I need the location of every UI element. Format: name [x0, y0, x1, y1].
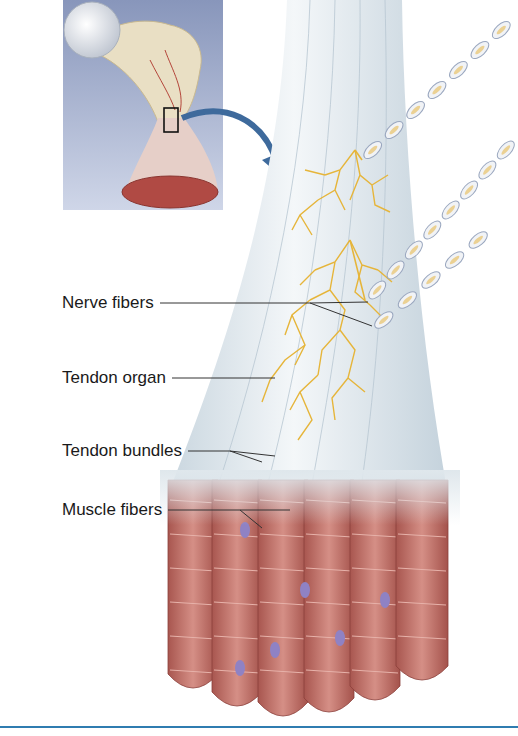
- striation: [398, 636, 446, 639]
- leader-lines: [160, 302, 372, 528]
- myelin-segment: [366, 278, 389, 302]
- striation: [170, 636, 216, 639]
- myelin-segment: [466, 229, 490, 252]
- axon: [482, 164, 493, 176]
- axon: [464, 184, 475, 196]
- axon: [367, 144, 379, 155]
- myelin-segment: [458, 178, 481, 202]
- myelin-segment: [404, 98, 428, 121]
- striation: [170, 568, 216, 571]
- axon: [410, 104, 422, 115]
- bottom-rule: [0, 726, 518, 728]
- striation: [398, 534, 446, 537]
- myelin-segment: [419, 269, 443, 292]
- axon: [427, 224, 438, 236]
- striation: [352, 636, 398, 639]
- striation: [306, 636, 352, 639]
- striation: [214, 602, 260, 605]
- axon: [372, 284, 383, 296]
- axon: [408, 244, 419, 256]
- myelin-segment: [425, 78, 449, 101]
- striation: [170, 602, 216, 605]
- nucleus: [235, 660, 245, 676]
- axon: [431, 84, 443, 95]
- striation: [352, 568, 398, 571]
- striation: [352, 602, 398, 605]
- striation: [214, 568, 260, 571]
- myelin-segment: [439, 198, 462, 222]
- axon: [449, 255, 461, 266]
- part-label: Tendon organ: [62, 368, 166, 388]
- myelin-segment: [395, 289, 419, 312]
- inset: [63, 0, 290, 210]
- striation: [306, 602, 352, 605]
- nerve-fibers: [361, 18, 517, 331]
- striation: [260, 670, 306, 673]
- striation: [260, 602, 306, 605]
- part-label: Muscle fibers: [62, 500, 162, 520]
- part-label: Nerve fibers: [62, 293, 154, 313]
- tendon-organ: [262, 150, 392, 440]
- myelin-segment: [421, 218, 444, 242]
- axon: [445, 204, 456, 216]
- myelin-segment: [402, 238, 425, 262]
- striation: [352, 534, 398, 537]
- myelin-segment: [372, 309, 396, 332]
- myelin-segment: [382, 118, 406, 141]
- nucleus: [300, 582, 310, 598]
- axon: [474, 44, 486, 55]
- striation: [306, 534, 352, 537]
- striation: [260, 534, 306, 537]
- axon: [500, 144, 511, 156]
- striation: [214, 534, 260, 537]
- axon: [472, 235, 484, 246]
- striation: [398, 568, 446, 571]
- axon: [388, 124, 400, 135]
- striation: [260, 568, 306, 571]
- nucleus: [380, 592, 390, 608]
- axon: [496, 24, 508, 35]
- myelin-segment: [468, 38, 492, 61]
- myelin-segment: [490, 18, 514, 41]
- striation: [306, 568, 352, 571]
- axon: [390, 264, 401, 276]
- striation: [170, 534, 216, 537]
- striation: [306, 670, 352, 673]
- nucleus: [335, 630, 345, 646]
- nucleus: [270, 642, 280, 658]
- striation: [260, 636, 306, 639]
- striation: [398, 602, 446, 605]
- myelin-segment: [443, 249, 467, 272]
- myelin-segment: [447, 58, 471, 81]
- axon: [453, 64, 465, 75]
- axon: [402, 295, 414, 306]
- axon: [425, 275, 437, 286]
- striation: [214, 636, 260, 639]
- myelin-segment: [384, 258, 407, 282]
- myelin-segment: [476, 158, 499, 182]
- striation: [170, 670, 216, 673]
- myelin-segment: [361, 138, 385, 161]
- myelin-segment: [494, 138, 517, 162]
- striation: [352, 670, 398, 673]
- axon: [378, 315, 390, 326]
- part-label: Tendon bundles: [62, 441, 182, 461]
